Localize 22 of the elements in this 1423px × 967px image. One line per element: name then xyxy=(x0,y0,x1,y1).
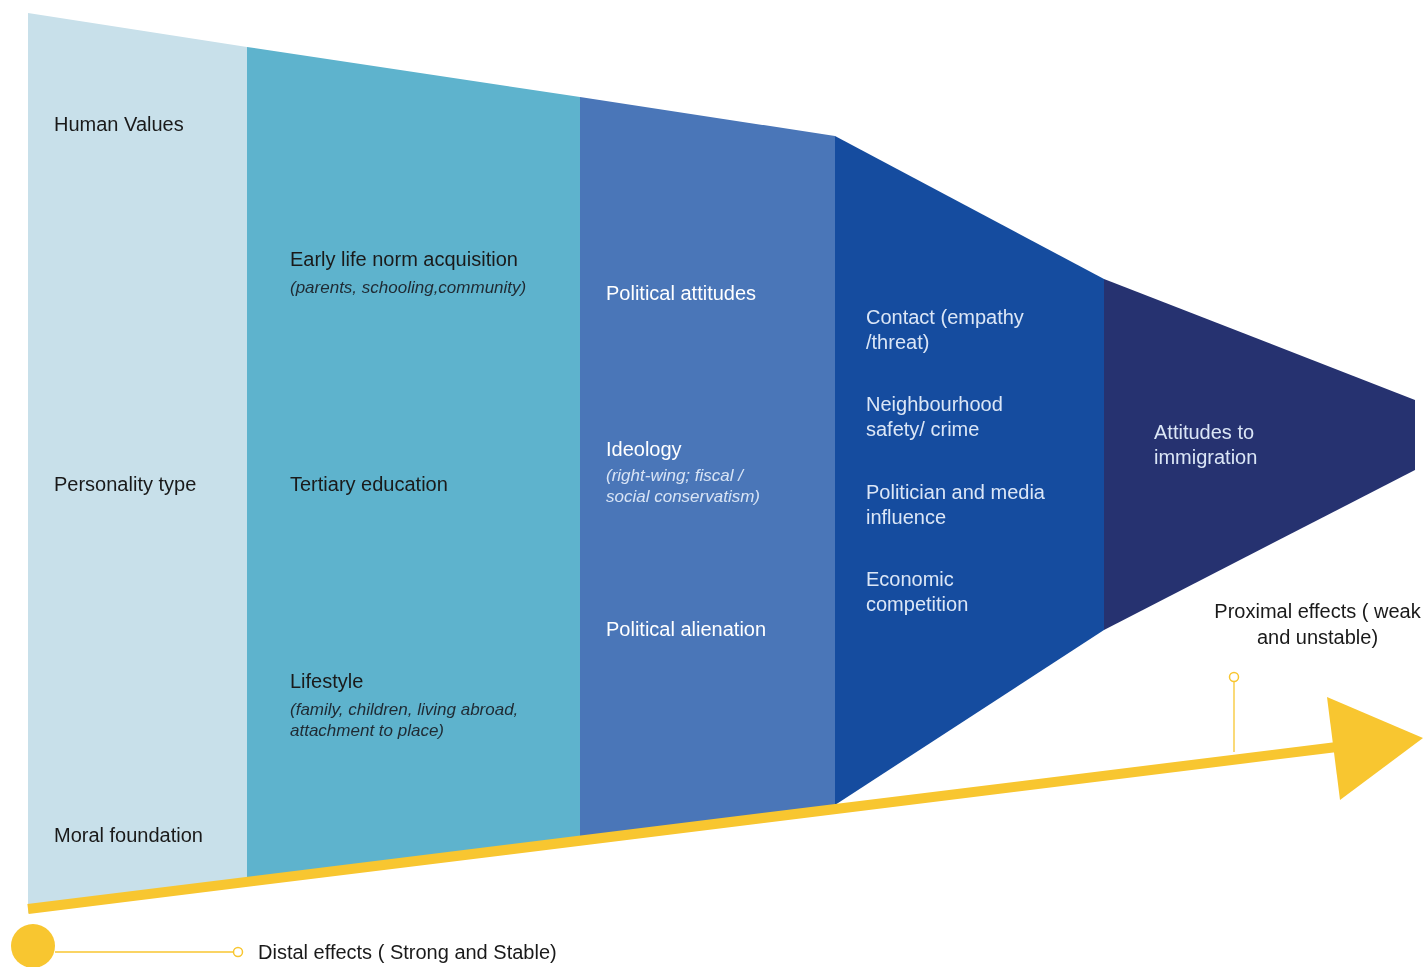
start-circle xyxy=(11,924,55,967)
note-text: (parents, schooling,community) xyxy=(290,277,528,299)
factor-label: Moral foundation xyxy=(54,823,204,848)
factor-label: Neighbourhood safety/ crime xyxy=(866,392,1004,442)
effect-label: Distal effects ( Strong and Stable) xyxy=(258,939,598,965)
note-text: (right-wing; fiscal / social conservatism) xyxy=(606,465,761,508)
factor-label: Tertiary education xyxy=(290,472,449,497)
factor-label: Politician and media influence xyxy=(866,480,1046,530)
effect-label: Proximal effects ( weak and unstable) xyxy=(1212,598,1423,650)
factor-label: Attitudes to immigration xyxy=(1154,420,1259,470)
leader-line xyxy=(54,946,244,958)
factor-label: Contact (empathy /threat) xyxy=(866,305,1025,355)
factor-label: Lifestyle xyxy=(290,669,365,694)
factor-label: Economic competition xyxy=(866,567,970,617)
factor-label: Human Values xyxy=(54,112,185,137)
factor-label: Early life norm acquisition xyxy=(290,247,519,272)
factor-label: Political alienation xyxy=(606,617,768,642)
factor-label: Personality type xyxy=(54,472,198,497)
factor-label: Ideology xyxy=(606,437,683,462)
leader-line xyxy=(1228,671,1240,753)
factor-label: Political attitudes xyxy=(606,281,758,306)
note-text: (family, children, living abroad, attachment to place) xyxy=(290,699,520,742)
